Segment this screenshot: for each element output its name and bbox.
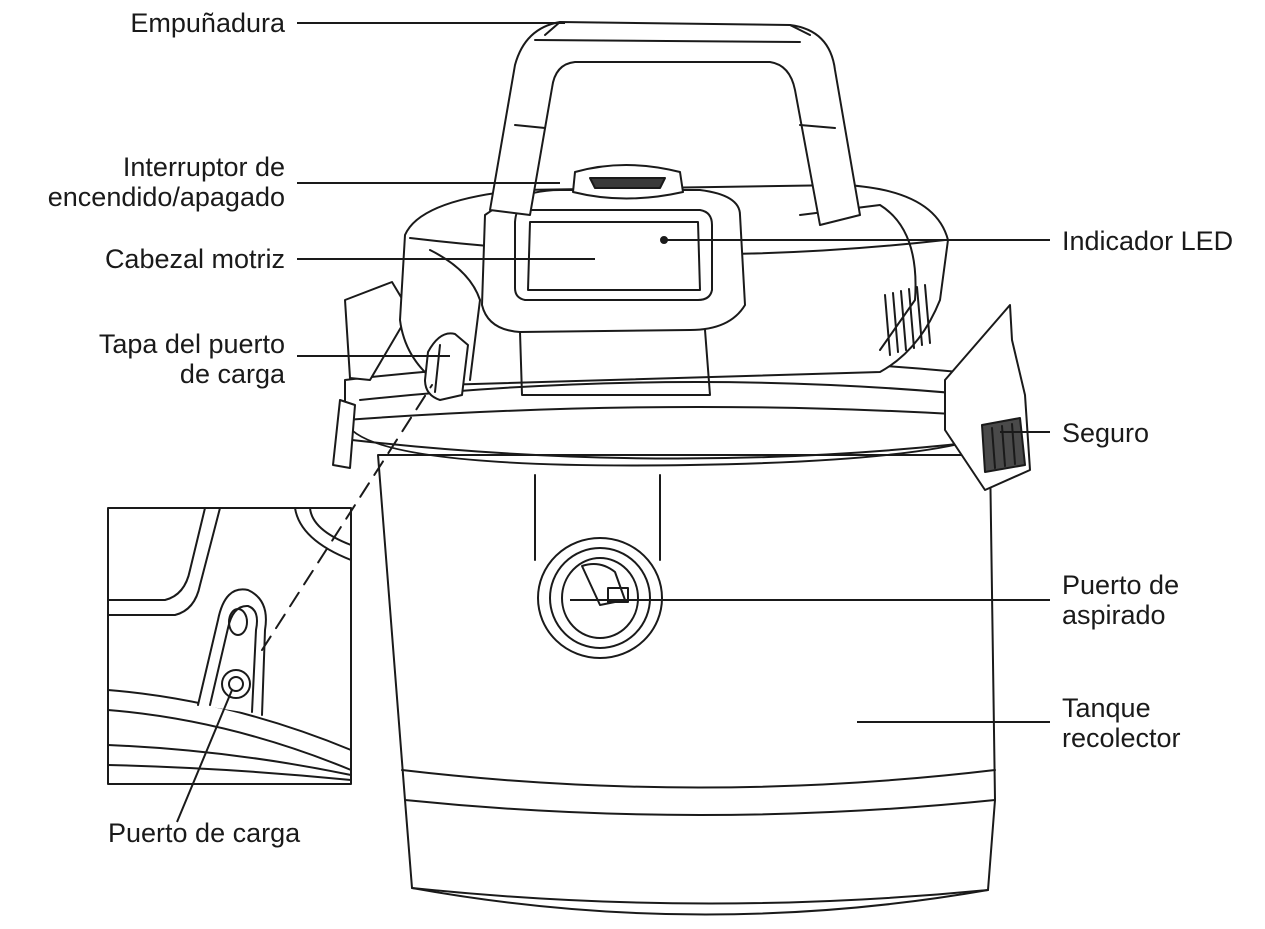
leader-lines [176, 22, 1050, 823]
label-tanque: Tanque recolector [1062, 693, 1181, 753]
inset-connector [261, 384, 433, 651]
leader-puerto-carga [176, 689, 233, 823]
label-tapa: Tapa del puerto de carga [98, 329, 285, 389]
label-indicador: Indicador LED [1062, 226, 1234, 256]
collection-tank [377, 454, 996, 916]
charging-port-cover [424, 332, 469, 401]
handle [489, 21, 861, 226]
motor-head [399, 184, 949, 396]
label-empunadura: Empuñadura [130, 8, 285, 38]
power-switch [572, 164, 684, 200]
label-interruptor: Interruptor de encendido/apagado [47, 152, 285, 212]
label-seguro: Seguro [1062, 418, 1150, 448]
label-cabezal: Cabezal motriz [104, 244, 285, 274]
label-puerto-carga: Puerto de carga [108, 818, 301, 848]
label-aspirado: Puerto de aspirado [1062, 570, 1180, 630]
suction-port [537, 537, 663, 659]
charging-port-inset [107, 507, 352, 785]
